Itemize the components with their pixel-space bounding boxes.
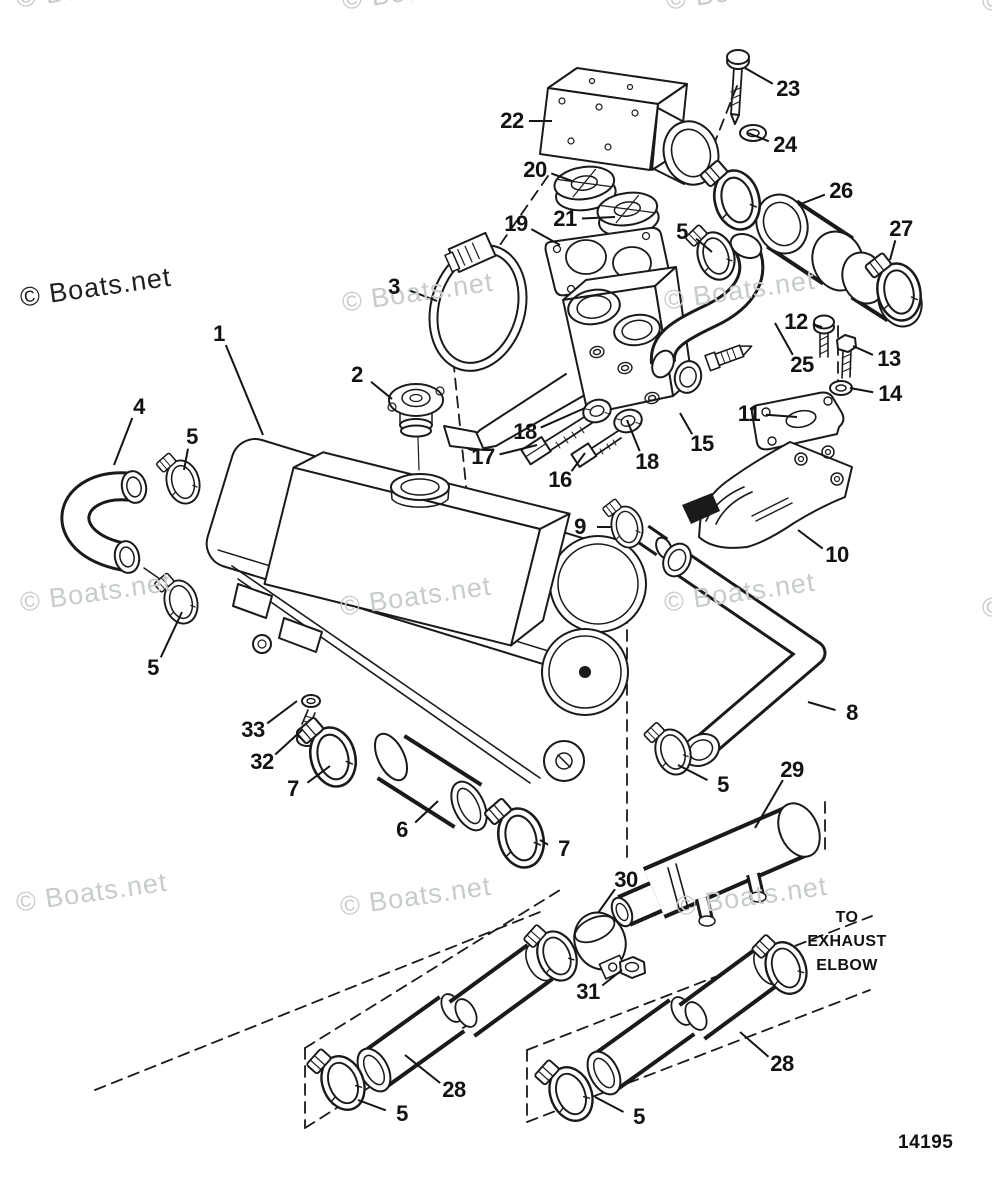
screw xyxy=(813,314,835,358)
callout-18: 18 xyxy=(513,419,537,444)
guard-plate xyxy=(682,441,853,549)
callout-29: 29 xyxy=(780,757,804,782)
callout-2: 2 xyxy=(351,362,363,387)
callout-30: 30 xyxy=(614,867,638,892)
callout-28: 28 xyxy=(442,1077,466,1102)
nut xyxy=(619,956,646,979)
callout-21: 21 xyxy=(553,206,577,231)
callout-15: 15 xyxy=(690,431,714,456)
drain-fitting xyxy=(704,344,753,372)
large-clamp xyxy=(428,231,528,372)
washer xyxy=(582,398,612,424)
callout-10: 10 xyxy=(825,542,849,567)
callout-26: 26 xyxy=(829,178,853,203)
thermostat-housing xyxy=(443,266,703,451)
callout-9: 9 xyxy=(574,514,586,539)
callout-23: 23 xyxy=(776,76,800,101)
exhaust-hose xyxy=(586,996,696,1096)
note-line: EXHAUST xyxy=(807,933,887,950)
callout-5: 5 xyxy=(633,1104,645,1129)
callout-25: 25 xyxy=(790,352,814,377)
callout-11: 11 xyxy=(737,401,761,426)
callout-32: 32 xyxy=(250,749,274,774)
callout-6: 6 xyxy=(396,817,408,842)
callout-4: 4 xyxy=(133,394,145,419)
exhaust-hose xyxy=(356,993,466,1093)
callout-7: 7 xyxy=(287,776,299,801)
screw xyxy=(836,334,857,379)
callout-5: 5 xyxy=(186,424,198,449)
callout-17: 17 xyxy=(471,444,495,469)
washer xyxy=(829,380,853,396)
callout-31: 31 xyxy=(576,979,600,1004)
washer xyxy=(301,694,321,708)
exhaust-elbow-note: TO EXHAUST ELBOW xyxy=(799,906,895,978)
callout-28: 28 xyxy=(770,1051,794,1076)
callout-5: 5 xyxy=(717,772,729,797)
filler-neck xyxy=(390,437,450,508)
figure-number: 14195 xyxy=(898,1132,954,1153)
callout-7: 7 xyxy=(558,836,570,861)
v-pipe xyxy=(662,542,827,767)
callout-5: 5 xyxy=(396,1101,408,1126)
callout-5: 5 xyxy=(676,219,688,244)
callout-33: 33 xyxy=(241,717,265,742)
end-fitting xyxy=(573,911,627,980)
callout-leader-lines xyxy=(113,67,897,1113)
thermostat-cover xyxy=(539,67,720,186)
hex-bolt xyxy=(520,413,593,466)
pressure-cap xyxy=(387,383,445,438)
callout-12: 12 xyxy=(784,309,808,334)
callout-27: 27 xyxy=(889,216,913,241)
callout-22: 22 xyxy=(500,108,524,133)
callout-18: 18 xyxy=(635,449,659,474)
callout-24: 24 xyxy=(773,132,797,157)
callout-5: 5 xyxy=(147,655,159,680)
note-line: ELBOW xyxy=(816,957,878,974)
callout-16: 16 xyxy=(548,467,572,492)
callout-13: 13 xyxy=(877,346,901,371)
elbow-hose xyxy=(649,233,765,379)
heat-exchanger xyxy=(610,802,821,928)
sleeve-tube xyxy=(373,732,488,832)
note-line: TO xyxy=(835,909,859,926)
long-bolt xyxy=(726,49,750,125)
mounting-bracket xyxy=(750,391,845,451)
callout-19: 19 xyxy=(504,211,528,236)
thermostat xyxy=(553,165,617,212)
callout-20: 20 xyxy=(523,157,547,182)
callout-14: 14 xyxy=(878,381,902,406)
callout-1: 1 xyxy=(213,321,225,346)
callout-8: 8 xyxy=(846,700,858,725)
callout-3: 3 xyxy=(388,274,400,299)
exhaust-hose xyxy=(448,942,555,1038)
